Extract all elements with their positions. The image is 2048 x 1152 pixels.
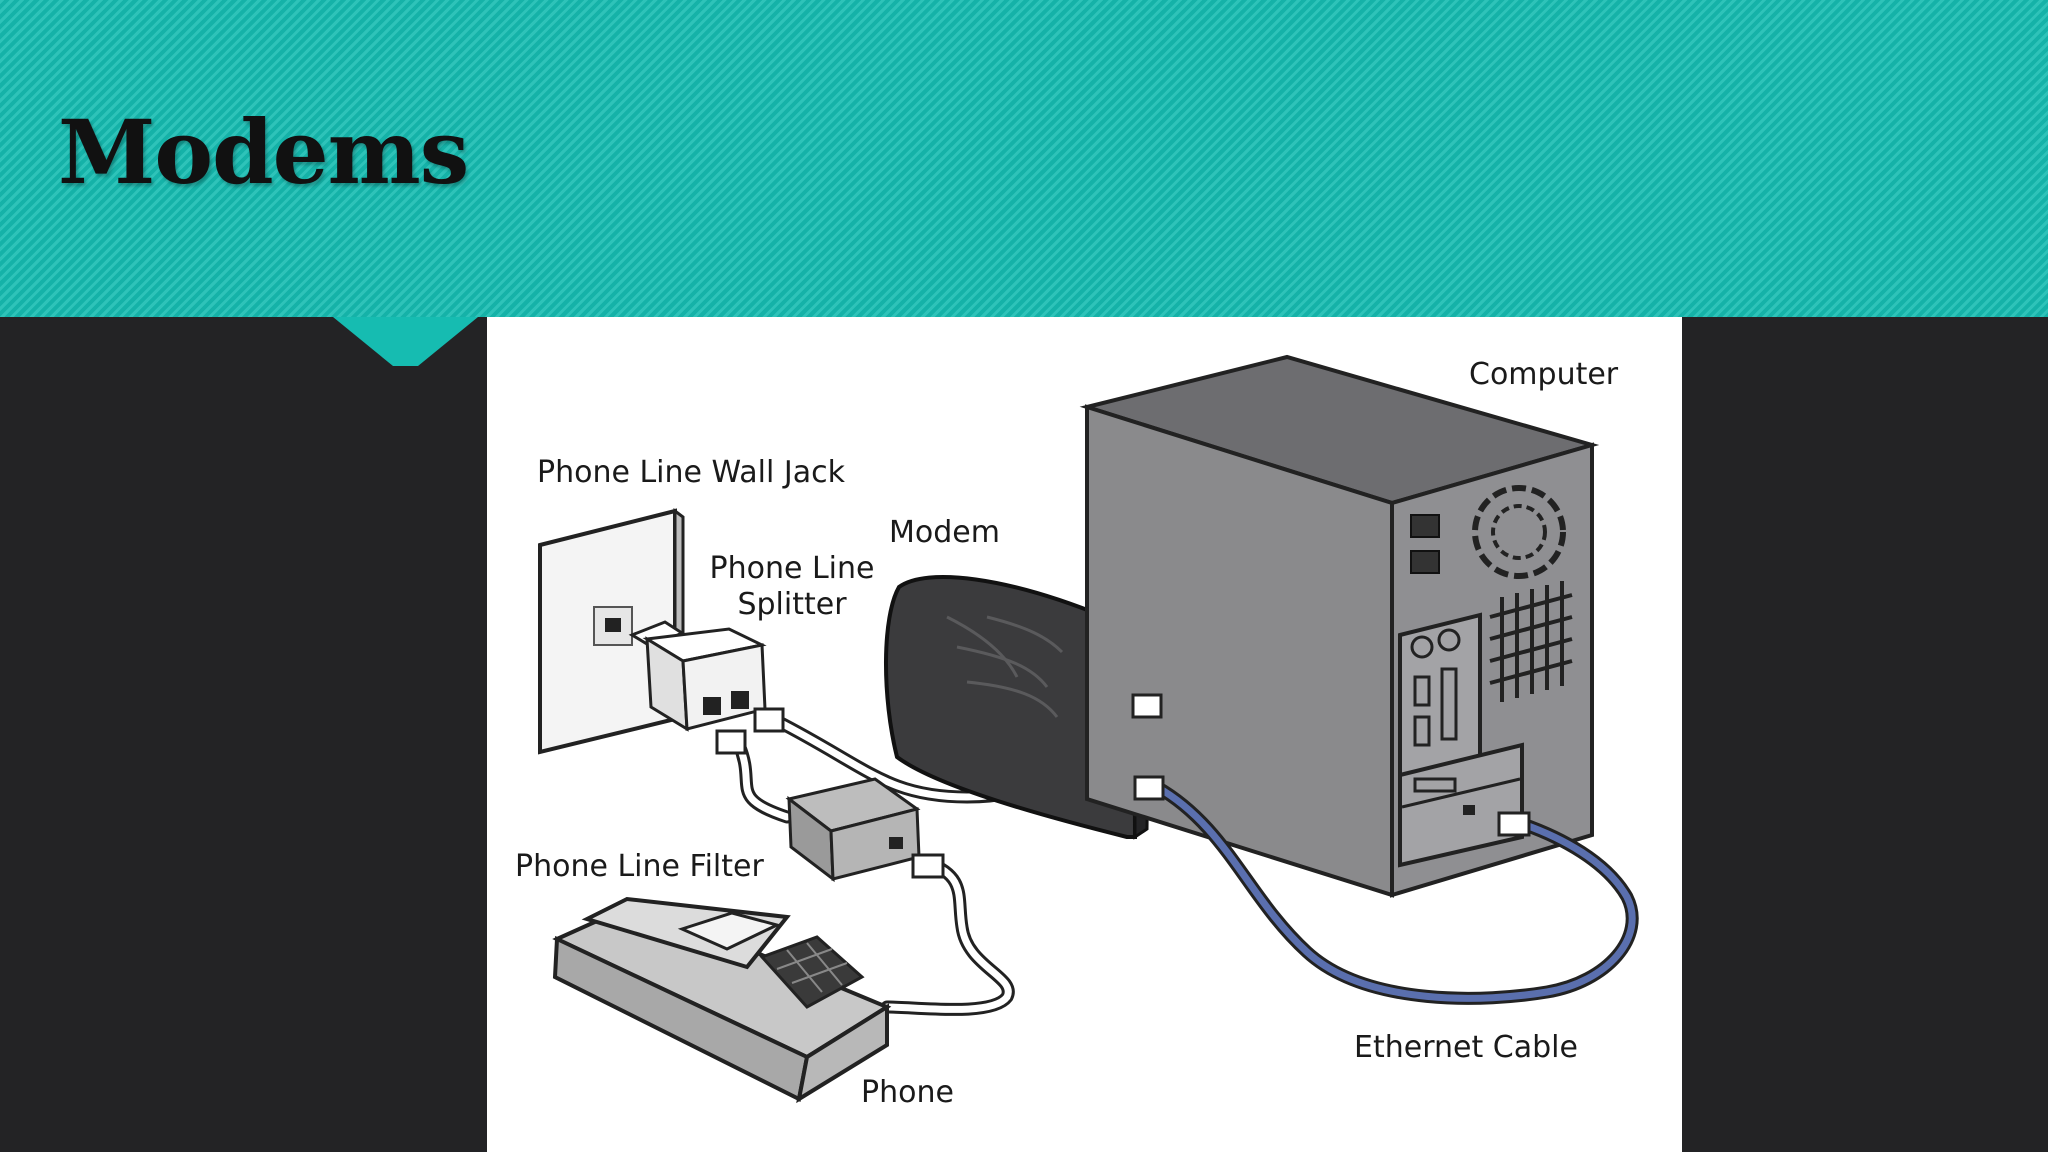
phone-cable — [880, 853, 1015, 1016]
modem-setup-diagram — [538, 354, 1639, 1104]
label-filter: Phone Line Filter — [515, 849, 764, 884]
header-band — [0, 0, 2048, 317]
phone-line-filter-icon — [785, 777, 921, 883]
phone-icon — [552, 896, 892, 1104]
label-splitter-line1: Phone Line — [709, 551, 875, 586]
label-computer: Computer — [1469, 357, 1619, 392]
slide-title: Modems — [58, 100, 469, 204]
label-modem: Modem — [889, 515, 1000, 550]
diagram-panel: Computer Phone Line Wall Jack Modem Phon… — [487, 317, 1682, 1152]
computer-tower-icon — [1079, 354, 1600, 898]
header-notch — [333, 317, 478, 366]
label-splitter-line2: Splitter — [737, 587, 847, 622]
label-ethernet: Ethernet Cable — [1354, 1030, 1578, 1065]
label-wall-jack: Phone Line Wall Jack — [537, 455, 845, 490]
filter-cable — [715, 729, 794, 824]
splitter-icon — [628, 620, 767, 732]
label-phone: Phone — [861, 1075, 954, 1110]
ethernet-cable-icon — [1131, 693, 1639, 1005]
label-splitter: Phone Line Splitter — [697, 551, 887, 623]
